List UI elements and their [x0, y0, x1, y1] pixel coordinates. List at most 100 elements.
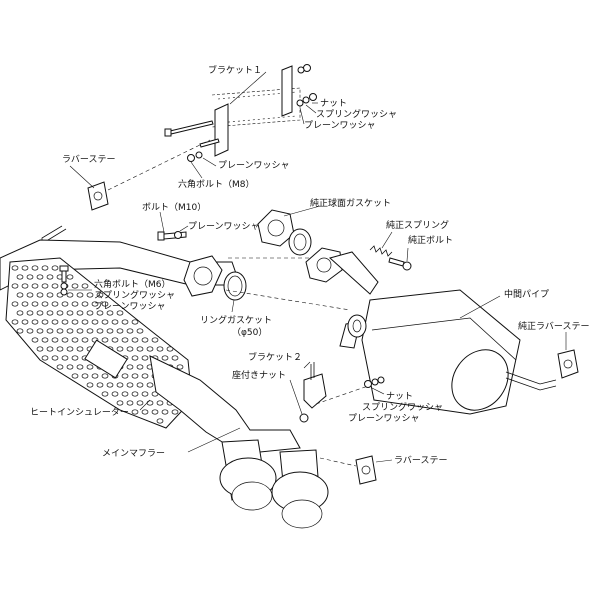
perforation-hole — [56, 310, 64, 316]
perforation-hole — [21, 319, 29, 325]
leader-middle-pipe — [459, 295, 501, 319]
perforation-hole — [56, 328, 64, 334]
perforation-hole — [51, 355, 59, 361]
perforation-hole — [111, 337, 119, 343]
perforation-hole — [56, 364, 64, 370]
perforation-hole — [101, 301, 109, 307]
perforation-hole — [31, 265, 39, 271]
perforation-hole — [126, 328, 134, 334]
guide-dash-joint — [225, 257, 351, 311]
label-spring-washer-m6: スプリングワッシャ — [94, 289, 175, 301]
perforation-hole — [11, 301, 19, 307]
perforation-hole — [61, 301, 69, 307]
perforation-hole — [71, 355, 79, 361]
perforation-hole — [21, 301, 29, 307]
genuine-bolt-part — [388, 257, 405, 267]
perforation-hole — [101, 391, 109, 397]
leader-seat-nut — [289, 379, 303, 415]
nut-top-part — [303, 64, 311, 72]
hex-bolt-m8-part-b — [199, 138, 220, 148]
label-spring-washer-right: スプリングワッシャ — [362, 401, 443, 413]
perforation-hole — [101, 337, 109, 343]
perforation-hole — [26, 310, 34, 316]
bracket2-stud — [310, 362, 315, 380]
label-spring-washer-top: スプリングワッシャ — [316, 108, 397, 120]
leader-rubber-stay-bottom — [375, 459, 393, 463]
bracket2-part — [303, 373, 327, 409]
perforation-hole — [31, 301, 39, 307]
plain-washer-mid-part — [195, 151, 203, 159]
ball-gasket-inner — [293, 233, 307, 251]
perforation-hole — [101, 319, 109, 325]
insulator-window — [84, 339, 128, 379]
tailpipe-left-bore — [231, 481, 273, 511]
rubber-stay-bottom-assembly — [319, 455, 393, 485]
leader-bolt-m10 — [159, 211, 165, 233]
perforation-hole — [51, 301, 59, 307]
perforation-hole — [101, 373, 109, 379]
label-plain-washer-top: プレーンワッシャ — [304, 120, 376, 131]
bracket2-dash — [315, 385, 369, 405]
middle-pipe-tube — [328, 251, 379, 295]
perforation-hole — [36, 310, 44, 316]
nut-part — [309, 93, 317, 101]
label-genuine-rubber-stay: 純正ラバーステー — [518, 320, 589, 332]
perforation-hole — [51, 319, 59, 325]
center-muffler-end — [451, 349, 509, 411]
perforation-hole — [116, 328, 124, 334]
perforation-hole — [131, 373, 139, 379]
middle-flange-hole — [316, 257, 332, 273]
plain-washer-m6-part — [60, 288, 68, 296]
perforation-hole — [96, 310, 104, 316]
perforation-hole — [131, 319, 139, 325]
front-pipe-assembly — [0, 211, 247, 313]
perforation-hole — [81, 301, 89, 307]
plain-washer-bolt-part — [174, 231, 182, 239]
seat-nut-part — [299, 413, 309, 423]
perforation-hole — [61, 337, 69, 343]
label-bracket1: ブラケット１ — [208, 64, 262, 76]
genuine-gasket-hole — [267, 219, 285, 237]
perforation-hole — [51, 265, 59, 271]
bracket1-assembly — [164, 64, 318, 179]
perforation-hole — [51, 337, 59, 343]
leader-rubber-stay-left — [69, 165, 95, 189]
center-muffler-seam — [371, 317, 517, 361]
rubber-stay-left-assembly — [69, 139, 211, 211]
perforation-hole — [41, 355, 49, 361]
perforation-hole — [126, 382, 134, 388]
perforation-hole — [36, 292, 44, 298]
perforation-hole — [56, 346, 64, 352]
bracket1-part — [214, 103, 229, 157]
perforation-hole — [146, 382, 154, 388]
perforation-hole — [96, 382, 104, 388]
label-ring-gasket-size: （φ50） — [232, 327, 267, 338]
ring-gasket-inner — [227, 275, 243, 297]
perforation-hole — [41, 301, 49, 307]
perforation-hole — [66, 292, 74, 298]
nut-right-part — [364, 380, 372, 388]
leader-ring-gasket — [231, 299, 235, 313]
diagram-labels: ブラケット１ ナット スプリングワッシャ プレーンワッシャ プレーンワッシャ 六… — [30, 64, 589, 466]
perforation-hole — [96, 328, 104, 334]
perforation-hole — [71, 319, 79, 325]
perforation-hole — [36, 274, 44, 280]
perforation-hole — [136, 382, 144, 388]
hex-bolt-head-mid — [187, 154, 195, 162]
rubber-stay-bottom-hole — [361, 465, 371, 475]
rubber-stay-left-hole — [93, 191, 103, 201]
leader-plain-top — [299, 107, 305, 125]
main-muffler-assembly — [149, 355, 329, 529]
perforation-hole — [121, 391, 129, 397]
genuine-spring-part — [369, 245, 393, 257]
genuine-rubber-stay-hole — [563, 359, 573, 369]
label-genuine-bolt: 純正ボルト — [408, 234, 453, 246]
perforation-hole — [131, 337, 139, 343]
label-rubber-stay-bottom: ラバーステー — [394, 455, 447, 466]
perforation-hole — [116, 346, 124, 352]
heat-insulator-assembly — [5, 257, 193, 429]
label-heat-insulator: ヒートインシュレーター — [30, 407, 129, 418]
label-plain-washer-bolt: プレーンワッシャ — [188, 221, 260, 232]
leader-main-muffler — [187, 427, 241, 453]
